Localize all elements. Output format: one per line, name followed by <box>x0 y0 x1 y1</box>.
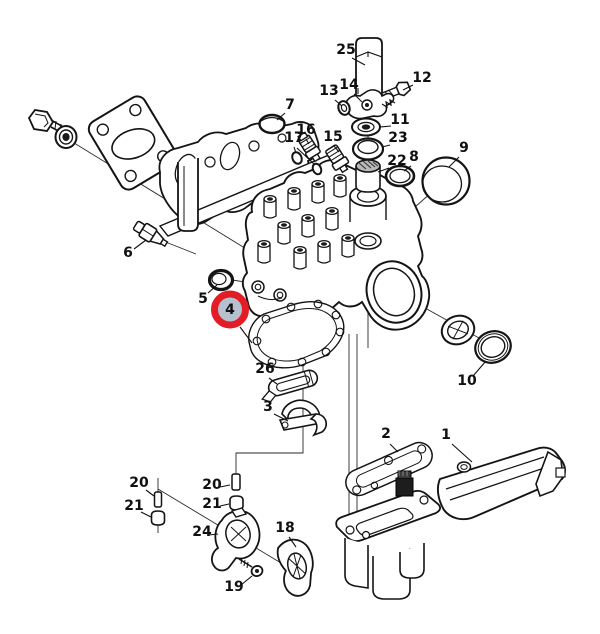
callout-26: 26 <box>255 361 274 377</box>
callout-7: 7 <box>285 97 295 113</box>
sensor-illustration <box>132 220 169 248</box>
cooler-1-illustration <box>335 446 566 600</box>
callout-14: 14 <box>339 77 359 93</box>
leader-line-19 <box>240 575 253 586</box>
leader-line-24 <box>208 533 219 536</box>
callout-15: 15 <box>323 129 342 145</box>
highlight-ring <box>211 290 249 329</box>
leader-line-9 <box>448 156 460 168</box>
flange-plate-illustration <box>87 95 179 191</box>
bracket-14-illustration <box>344 89 396 120</box>
callout-24: 24 <box>192 524 212 540</box>
cap-21-right-illustration <box>229 495 244 511</box>
leader-line-1 <box>451 443 473 463</box>
leader-line-5 <box>207 284 218 294</box>
bracket-18-illustration <box>276 538 314 597</box>
leader-line-26 <box>268 377 278 385</box>
screw-19-illustration <box>238 557 264 577</box>
callout-20: 20 <box>202 477 222 493</box>
callout-1: 1 <box>441 427 451 443</box>
callout-19: 19 <box>224 579 243 595</box>
clamp-3-illustration <box>278 399 328 437</box>
leader-line-11 <box>379 125 392 128</box>
callout-21: 21 <box>124 498 143 514</box>
leader-line-10 <box>472 360 487 377</box>
leader-line-20 <box>145 489 155 497</box>
leader-line-3 <box>273 413 289 422</box>
leader-line-12 <box>402 84 414 91</box>
fitting-16-illustration <box>297 131 321 163</box>
callout-6: 6 <box>123 245 133 261</box>
cup-plug-illustration <box>207 268 235 292</box>
leader-line-21 <box>140 511 152 518</box>
insert-22-illustration <box>355 159 381 193</box>
clip-26-illustration <box>261 369 319 403</box>
callout-17: 17 <box>284 130 303 146</box>
callout-2: 2 <box>381 426 391 442</box>
callout-12: 12 <box>412 70 431 86</box>
cap-21-left-illustration <box>150 510 166 526</box>
dome-cap-9-illustration <box>421 156 471 206</box>
clamp-24-illustration <box>211 507 261 572</box>
callout-18: 18 <box>275 520 294 536</box>
leader-line-16 <box>305 138 310 145</box>
callout-10: 10 <box>457 373 477 389</box>
o-ring-8-illustration <box>384 164 416 188</box>
fitting-15-illustration <box>325 144 350 174</box>
leader-line-23 <box>381 144 391 148</box>
leader-line-13 <box>334 99 343 107</box>
gasket-4-illustration <box>248 299 345 369</box>
callout-11: 11 <box>390 112 409 128</box>
leader-line-21 <box>219 503 230 507</box>
leader-line-8 <box>403 165 412 172</box>
callout-16: 16 <box>296 122 315 138</box>
callout-8: 8 <box>409 149 419 165</box>
callout-20: 20 <box>129 475 149 491</box>
leader-line-6 <box>133 239 147 250</box>
gasket-2-illustration <box>345 441 433 497</box>
leader-line-17 <box>293 146 297 154</box>
callout-23: 23 <box>388 130 407 146</box>
leader-line-20 <box>219 484 231 488</box>
callout-22: 22 <box>387 153 406 169</box>
disc-plug-illustration <box>258 113 286 135</box>
callout-4: 4 <box>225 302 235 318</box>
leader-line-17 <box>296 147 316 166</box>
seal-23-illustration <box>351 137 385 161</box>
o-ring-17-illustration <box>291 151 323 176</box>
callout-5: 5 <box>198 291 208 307</box>
washer-illustration <box>54 125 78 149</box>
callout-3: 3 <box>263 399 273 415</box>
washer-11-illustration <box>351 117 381 137</box>
callout-9: 9 <box>459 140 469 156</box>
callout-13: 13 <box>319 83 338 99</box>
callout-21: 21 <box>202 496 221 512</box>
leader-line-25 <box>351 57 366 66</box>
leader-line-7 <box>276 112 286 121</box>
callout-25: 25 <box>336 42 355 58</box>
leader-line-2 <box>389 443 399 453</box>
seal-ring-10a-illustration <box>440 314 476 346</box>
leader-line-15 <box>333 145 340 153</box>
lower-manifold-illustration <box>241 159 431 331</box>
leader-line-4 <box>239 326 253 344</box>
pin-20-left-illustration <box>153 491 163 508</box>
seal-ring-10b-illustration <box>474 330 512 364</box>
leader-line-22 <box>377 167 390 173</box>
leader-line-14 <box>353 93 363 103</box>
leader-line-18 <box>288 536 297 548</box>
pin-20-right-illustration <box>231 473 241 491</box>
connector-block-illustration <box>395 470 414 497</box>
